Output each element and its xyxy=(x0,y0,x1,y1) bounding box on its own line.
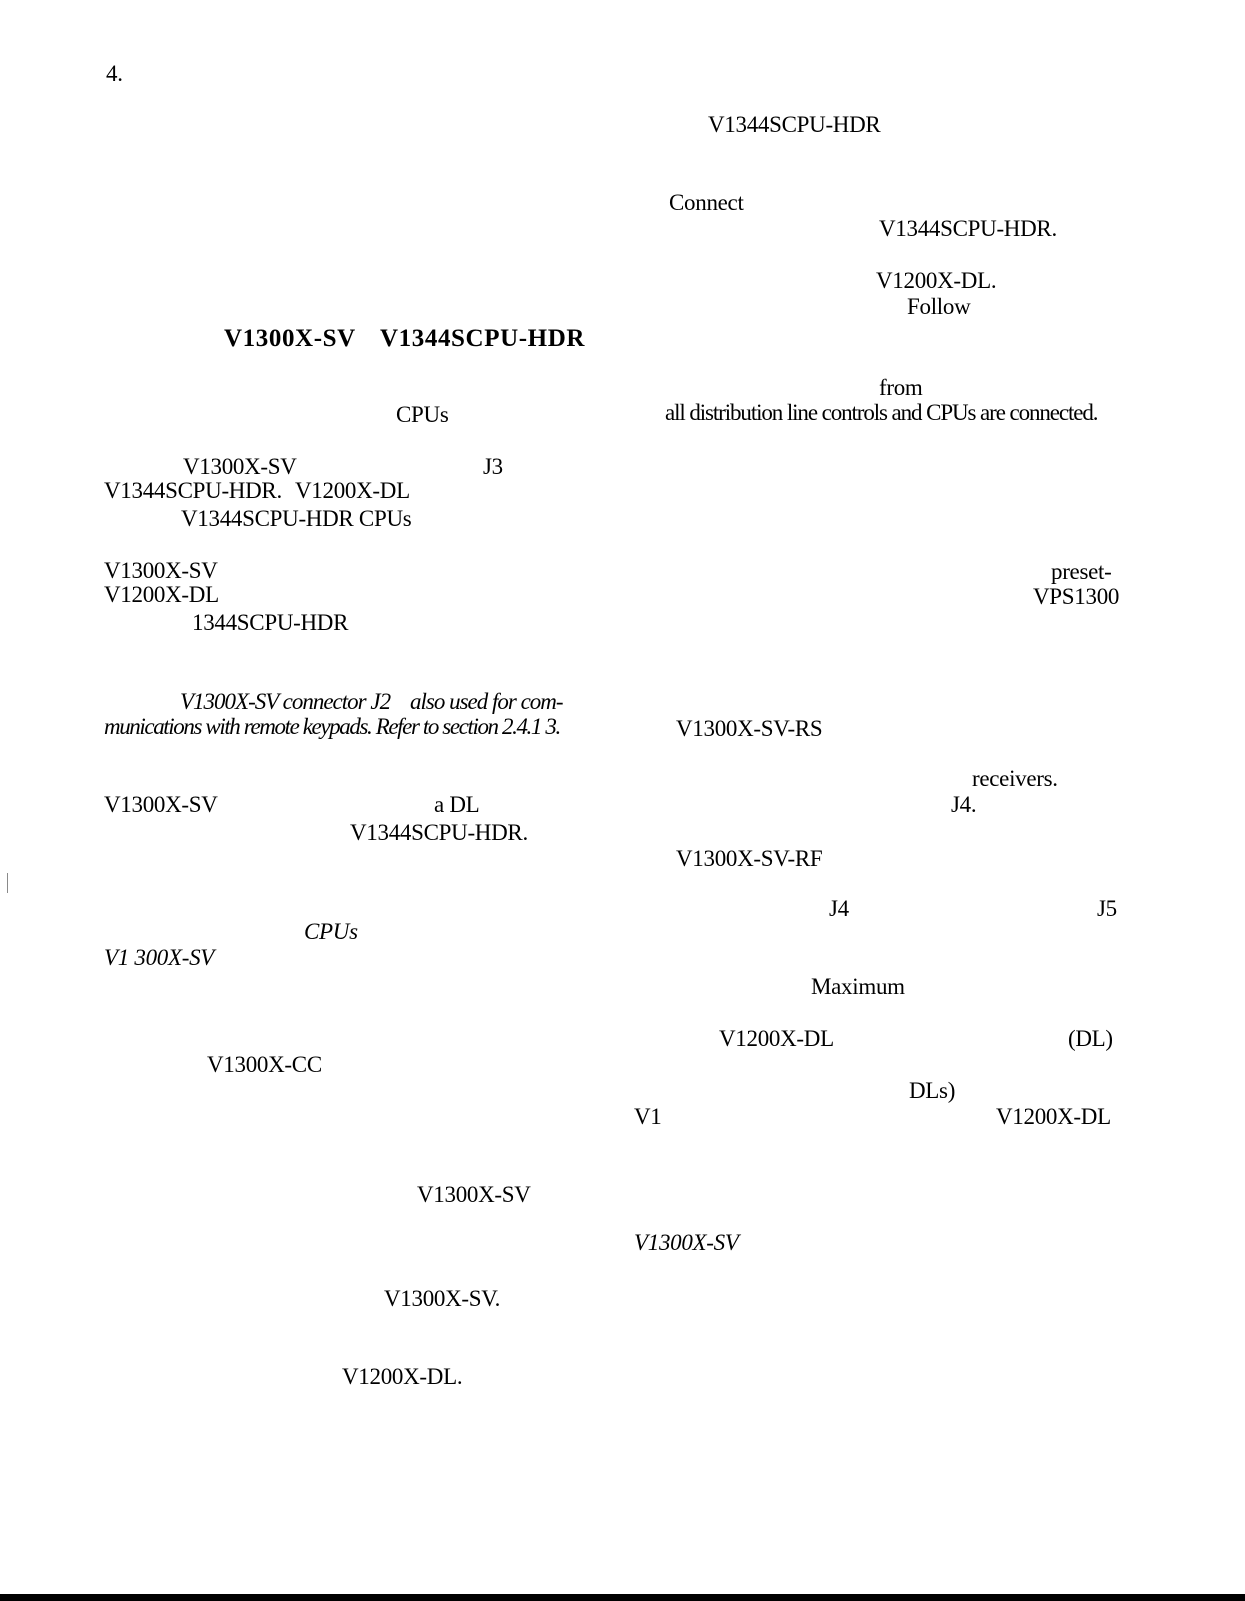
left-text-cpus-italic: CPUs xyxy=(304,919,358,944)
right-text-dl-model-3: V1200X-DL xyxy=(996,1104,1111,1129)
left-text-cpu-model: V1344SCPU-HDR. xyxy=(104,478,282,503)
right-text-maximum: Maximum xyxy=(811,974,905,999)
right-text-dl-model: V1200X-DL. xyxy=(876,268,997,293)
right-text-sv-rs-model: V1300X-SV-RS xyxy=(676,716,823,741)
left-text-cpu-model-3: V1344SCPU-HDR. xyxy=(350,820,528,845)
left-text-cpu-model-2: 1344SCPU-HDR xyxy=(192,610,349,635)
heading-model-sv: V1300X-SV xyxy=(224,325,356,352)
right-text-j4: J4. xyxy=(951,792,977,817)
note-line-1-start: V1300X-SV connector J2 xyxy=(180,689,391,714)
right-text-dl-abbrev: (DL) xyxy=(1068,1026,1113,1051)
left-text-cc-model: V1300X-CC xyxy=(207,1052,322,1077)
right-text-follow: Follow xyxy=(907,294,971,319)
right-text-cpu-model-2: V1344SCPU-HDR. xyxy=(879,216,1057,241)
left-text-sv-model-italic: V1 300X-SV xyxy=(104,945,215,970)
scan-mark xyxy=(7,873,8,893)
left-text-dl-model: V1200X-DL xyxy=(295,478,410,503)
left-text-cpus: CPUs xyxy=(396,402,449,427)
left-text-a-dl: a DL xyxy=(434,792,480,817)
note-line-1-end: also used for com- xyxy=(410,689,564,714)
left-text-sv-model-3: V1300X-SV xyxy=(104,792,218,817)
left-text-j3: J3 xyxy=(483,454,503,479)
left-text-sv-model: V1300X-SV xyxy=(183,454,297,479)
left-text-sv-model-4: V1300X-SV xyxy=(417,1182,531,1207)
right-text-connect: Connect xyxy=(669,190,744,215)
left-text-cpu-cpus: V1344SCPU-HDR CPUs xyxy=(181,506,412,531)
bottom-scan-edge xyxy=(0,1594,1245,1601)
left-text-dl-model-2: V1200X-DL xyxy=(104,582,219,607)
left-text-sv-model-2: V1300X-SV xyxy=(104,558,218,583)
right-text-sv-rf-model: V1300X-SV-RF xyxy=(676,846,823,871)
right-text-from: from xyxy=(879,375,923,400)
right-text-j5: J5 xyxy=(1097,896,1117,921)
right-text-preset: preset- xyxy=(1051,559,1112,584)
right-text-vps-model: VPS1300 xyxy=(1033,584,1120,609)
right-text-cpu-model: V1344SCPU-HDR xyxy=(708,112,881,137)
left-text-dl-model-3: V1200X-DL. xyxy=(342,1364,463,1389)
note-line-2: munications with remote keypads. Refer t… xyxy=(104,714,561,739)
heading-model-cpu: V1344SCPU-HDR xyxy=(380,325,586,352)
right-text-all-connected: all distribution line controls and CPUs … xyxy=(665,400,1099,425)
right-text-dls: DLs) xyxy=(909,1078,956,1103)
left-text-sv-model-5: V1300X-SV. xyxy=(384,1286,501,1311)
right-text-dl-model-2: V1200X-DL xyxy=(719,1026,834,1051)
right-text-j4-2: J4 xyxy=(829,896,849,921)
right-text-v1: V1 xyxy=(634,1104,662,1129)
right-text-sv-model-italic: V1300X-SV xyxy=(634,1230,739,1255)
section-number: 4. xyxy=(106,61,123,86)
right-text-receivers: receivers. xyxy=(972,766,1058,791)
